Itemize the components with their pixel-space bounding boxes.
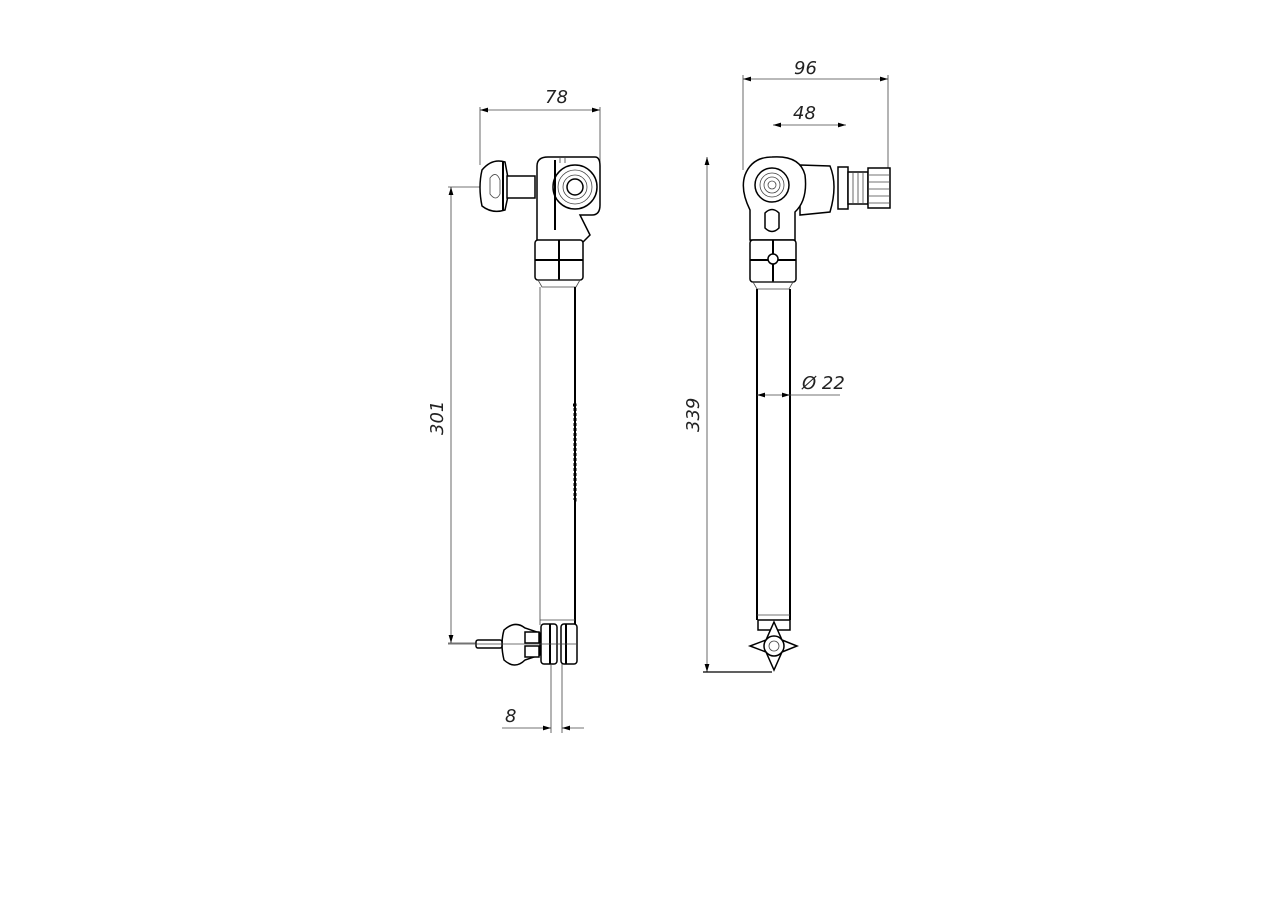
dimension-301: 301 [427,186,535,644]
side-top-collar [534,239,584,288]
dim-78-label: 78 [545,87,568,108]
dim-339-label: 339 [683,398,704,432]
dimension-diameter-22: Ø 22 [757,373,845,398]
side-view: 78 301 [427,87,601,733]
dim-48-label: 48 [793,103,816,124]
dim-8-label: 8 [505,706,516,727]
dim-diameter-label: Ø 22 [801,373,845,394]
front-head [742,156,891,241]
side-tube [539,287,577,625]
front-tube [756,289,791,620]
side-bottom-hinge [448,623,578,666]
dim-96-label: 96 [794,58,817,79]
dim-301-label: 301 [427,401,448,435]
dimension-339: 339 [683,157,772,673]
dimension-78: 78 [479,87,601,165]
side-top-joint [536,156,601,246]
dimension-96: 96 [742,58,889,205]
front-collar [749,239,797,290]
side-top-knob [479,160,536,213]
front-bottom-knob [747,619,800,672]
dimension-8: 8 [502,664,584,733]
front-view: 96 48 339 [683,58,891,673]
dimension-48: 48 [773,103,846,128]
